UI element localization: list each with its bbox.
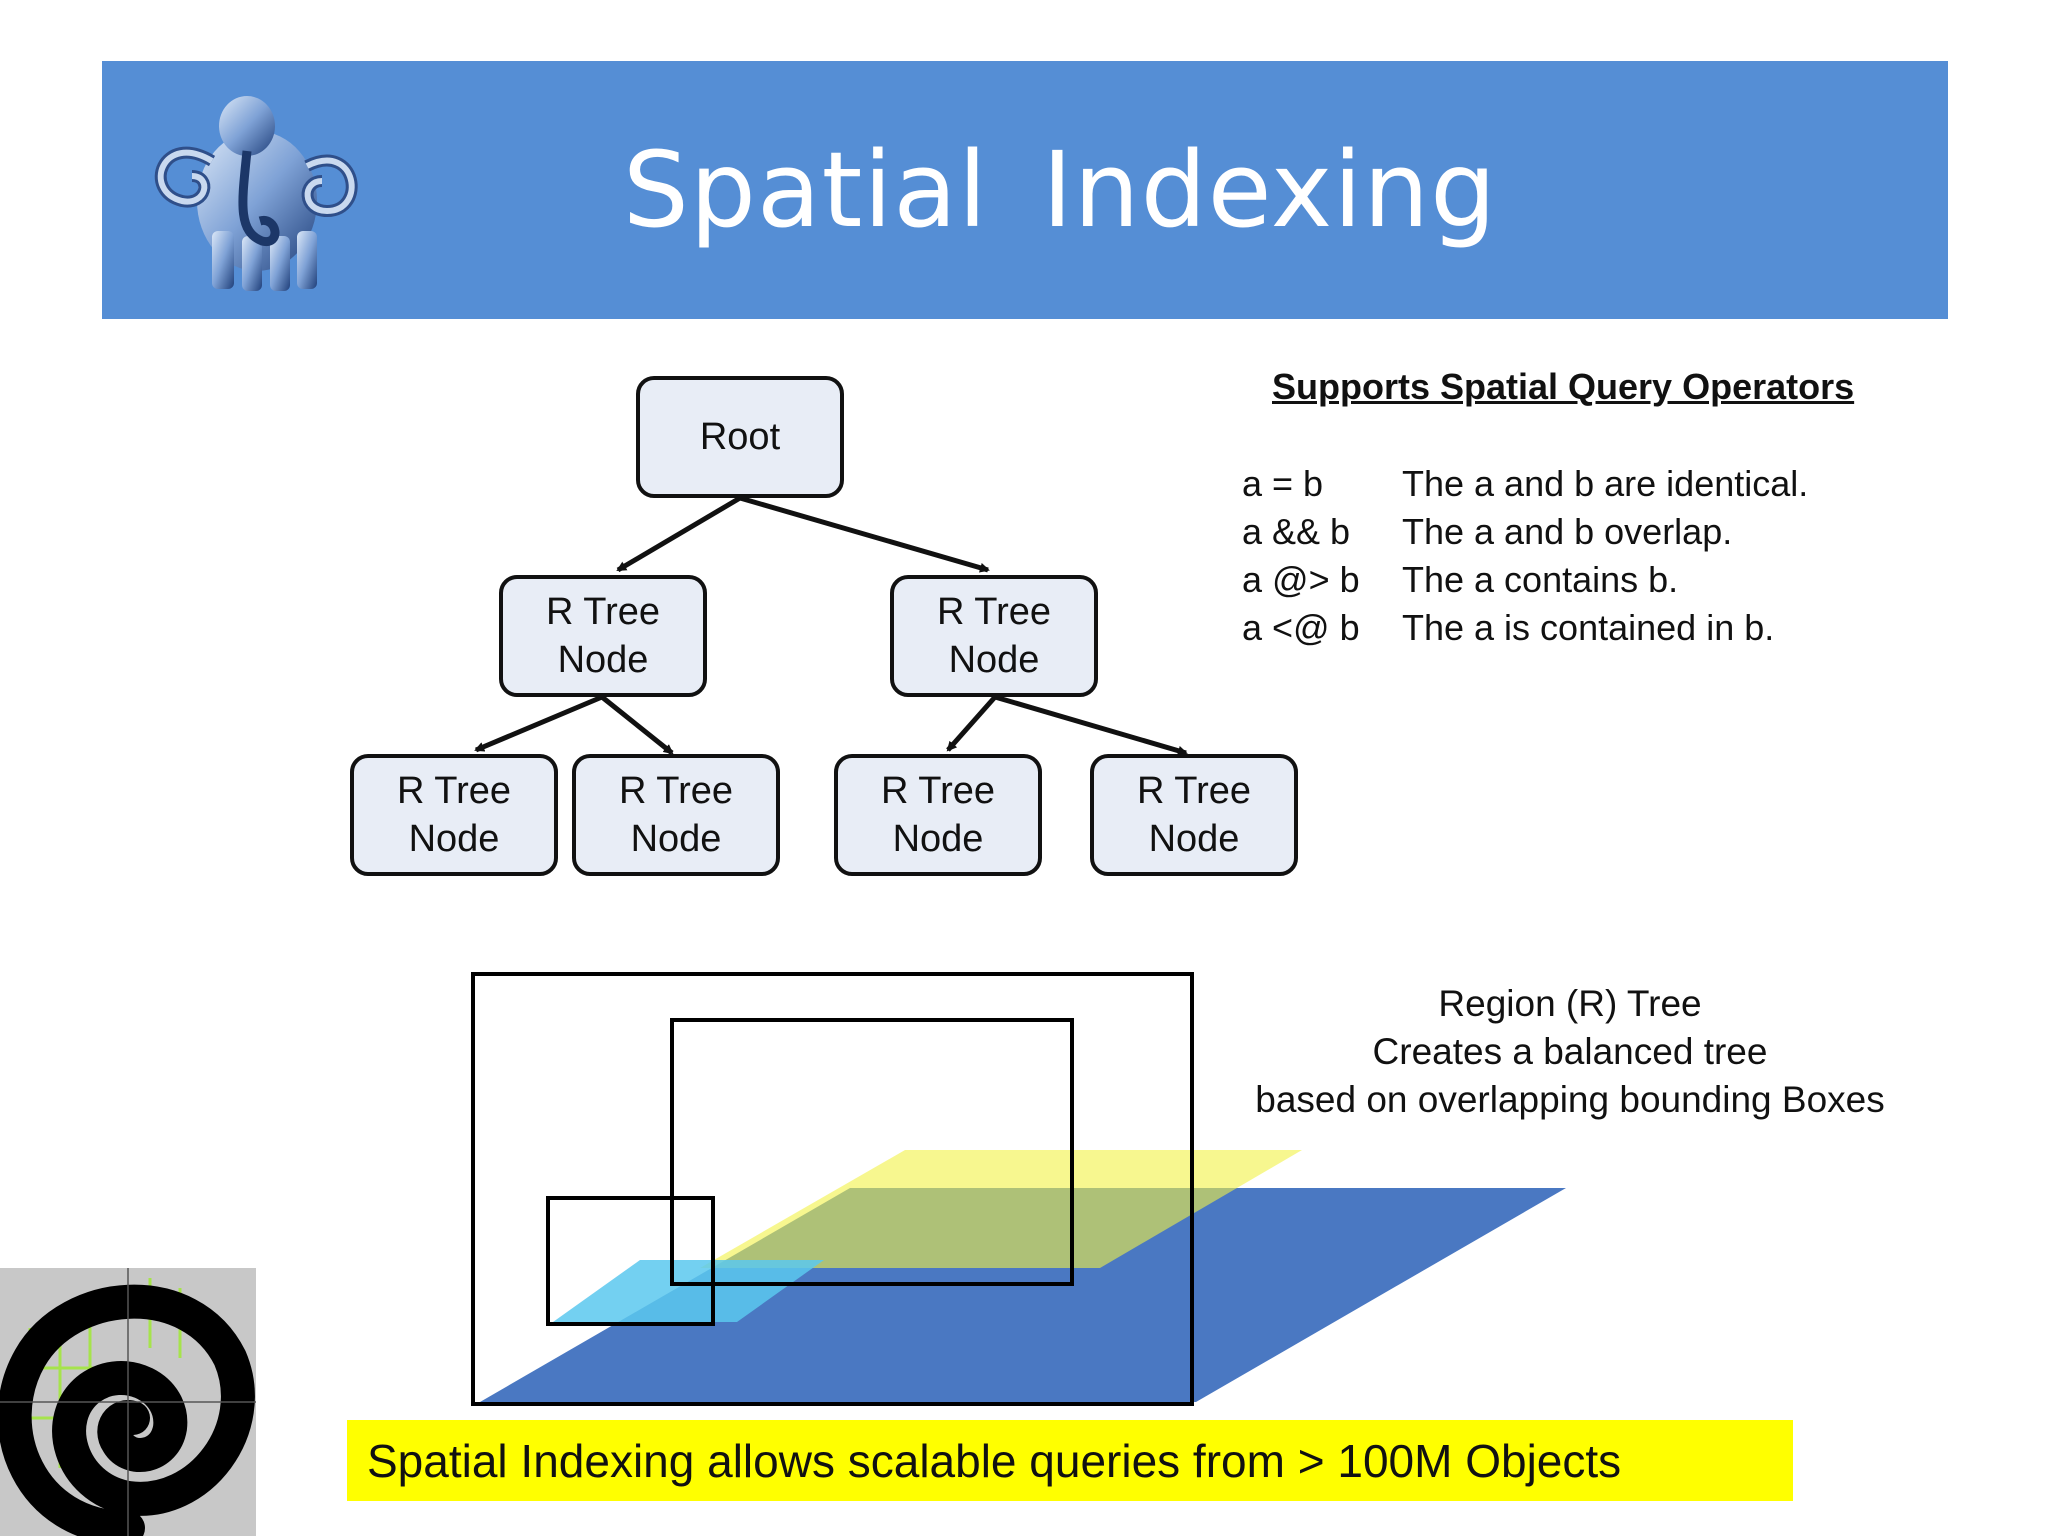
inner-bounding-box bbox=[670, 1018, 1074, 1286]
operator-row: a = b The a and b are identical. bbox=[1242, 460, 1808, 508]
operator-row: a <@ b The a is contained in b. bbox=[1242, 604, 1808, 652]
operator-row: a @> b The a contains b. bbox=[1242, 556, 1808, 604]
edge-right-rr bbox=[994, 694, 1188, 756]
region-line: based on overlapping bounding Boxes bbox=[1255, 1079, 1885, 1120]
operator-description: The a contains b. bbox=[1402, 559, 1679, 600]
cyan-plane bbox=[553, 1260, 824, 1322]
outer-bounding-box bbox=[471, 972, 1194, 1406]
operator-description: The a and b are identical. bbox=[1402, 463, 1809, 504]
region-line: Creates a balanced tree bbox=[1372, 1031, 1768, 1072]
summary-banner: Spatial Indexing allows scalable queries… bbox=[347, 1420, 1793, 1501]
slide-title: Spatial Indexing bbox=[622, 129, 1498, 251]
tree-node-level2: R Tree Node bbox=[1090, 754, 1298, 876]
tree-node-label: R Tree Node bbox=[545, 591, 661, 681]
small-bounding-box bbox=[546, 1196, 715, 1326]
tree-node-level1: R Tree Node bbox=[890, 575, 1098, 697]
edge-left-ll bbox=[474, 694, 603, 753]
tree-node-root: Root bbox=[636, 376, 844, 498]
region-line: Region (R) Tree bbox=[1438, 983, 1702, 1024]
edge-root-right bbox=[739, 495, 990, 573]
spiral-logo-icon bbox=[0, 1268, 256, 1536]
tree-node-level2: R Tree Node bbox=[350, 754, 558, 876]
operator-symbol: a = b bbox=[1242, 463, 1324, 504]
tree-node-level1: R Tree Node bbox=[499, 575, 707, 697]
blue-plane bbox=[480, 1188, 1566, 1402]
tree-node-label: R Tree Node bbox=[880, 770, 996, 860]
slide-header: Spatial Indexing bbox=[102, 61, 1948, 319]
tree-node-label: R Tree Node bbox=[1136, 770, 1252, 860]
tree-node-label: R Tree Node bbox=[936, 591, 1052, 681]
operator-row: a && b The a and b overlap. bbox=[1242, 508, 1808, 556]
tree-node-label: R Tree Node bbox=[396, 770, 512, 860]
edge-left-lr bbox=[600, 695, 674, 755]
edge-right-rl bbox=[946, 695, 997, 752]
operator-symbol: a <@ b bbox=[1242, 607, 1360, 648]
tree-edges bbox=[474, 495, 1188, 756]
region-description: Region (R) Tree Creates a balanced tree … bbox=[1220, 980, 1920, 1124]
tree-node-label: Root bbox=[699, 416, 781, 458]
operator-symbol: a && b bbox=[1242, 511, 1351, 552]
tree-node-label: R Tree Node bbox=[618, 770, 734, 860]
mammoth-logo-icon bbox=[154, 96, 358, 291]
operator-description: The a is contained in b. bbox=[1402, 607, 1775, 648]
tree-node-level2: R Tree Node bbox=[572, 754, 780, 876]
banner-text: Spatial Indexing allows scalable queries… bbox=[367, 1434, 1622, 1487]
operator-description: The a and b overlap. bbox=[1402, 511, 1733, 552]
yellow-plane bbox=[700, 1150, 1302, 1268]
edge-root-left bbox=[616, 495, 742, 573]
operator-symbol: a @> b bbox=[1242, 559, 1360, 600]
tree-node-level2: R Tree Node bbox=[834, 754, 1042, 876]
operators-list: a = b The a and b are identical. a && b … bbox=[1242, 460, 1808, 652]
operators-heading: Supports Spatial Query Operators bbox=[1272, 366, 1855, 407]
